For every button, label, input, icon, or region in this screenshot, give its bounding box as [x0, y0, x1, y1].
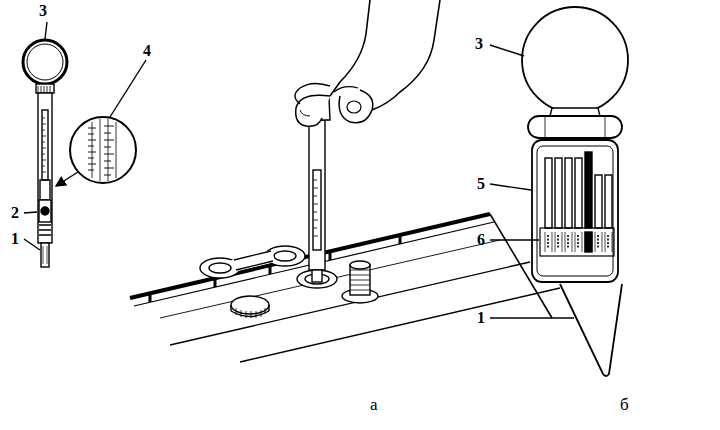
battery-scene	[130, 0, 560, 362]
panel-caption: а	[370, 396, 378, 414]
hydrometer-a	[23, 22, 146, 267]
panel-caption: б	[620, 396, 629, 414]
callout-number: 1	[477, 309, 485, 327]
callout-number: 3	[39, 2, 47, 20]
callout-number: 6	[477, 231, 485, 249]
callout-number: 3	[475, 35, 483, 53]
hydrometer-b	[490, 7, 628, 376]
callout-number: 2	[11, 204, 19, 222]
callout-number: 1	[11, 230, 19, 248]
callout-number: 5	[477, 175, 485, 193]
callout-number: 4	[143, 42, 151, 60]
